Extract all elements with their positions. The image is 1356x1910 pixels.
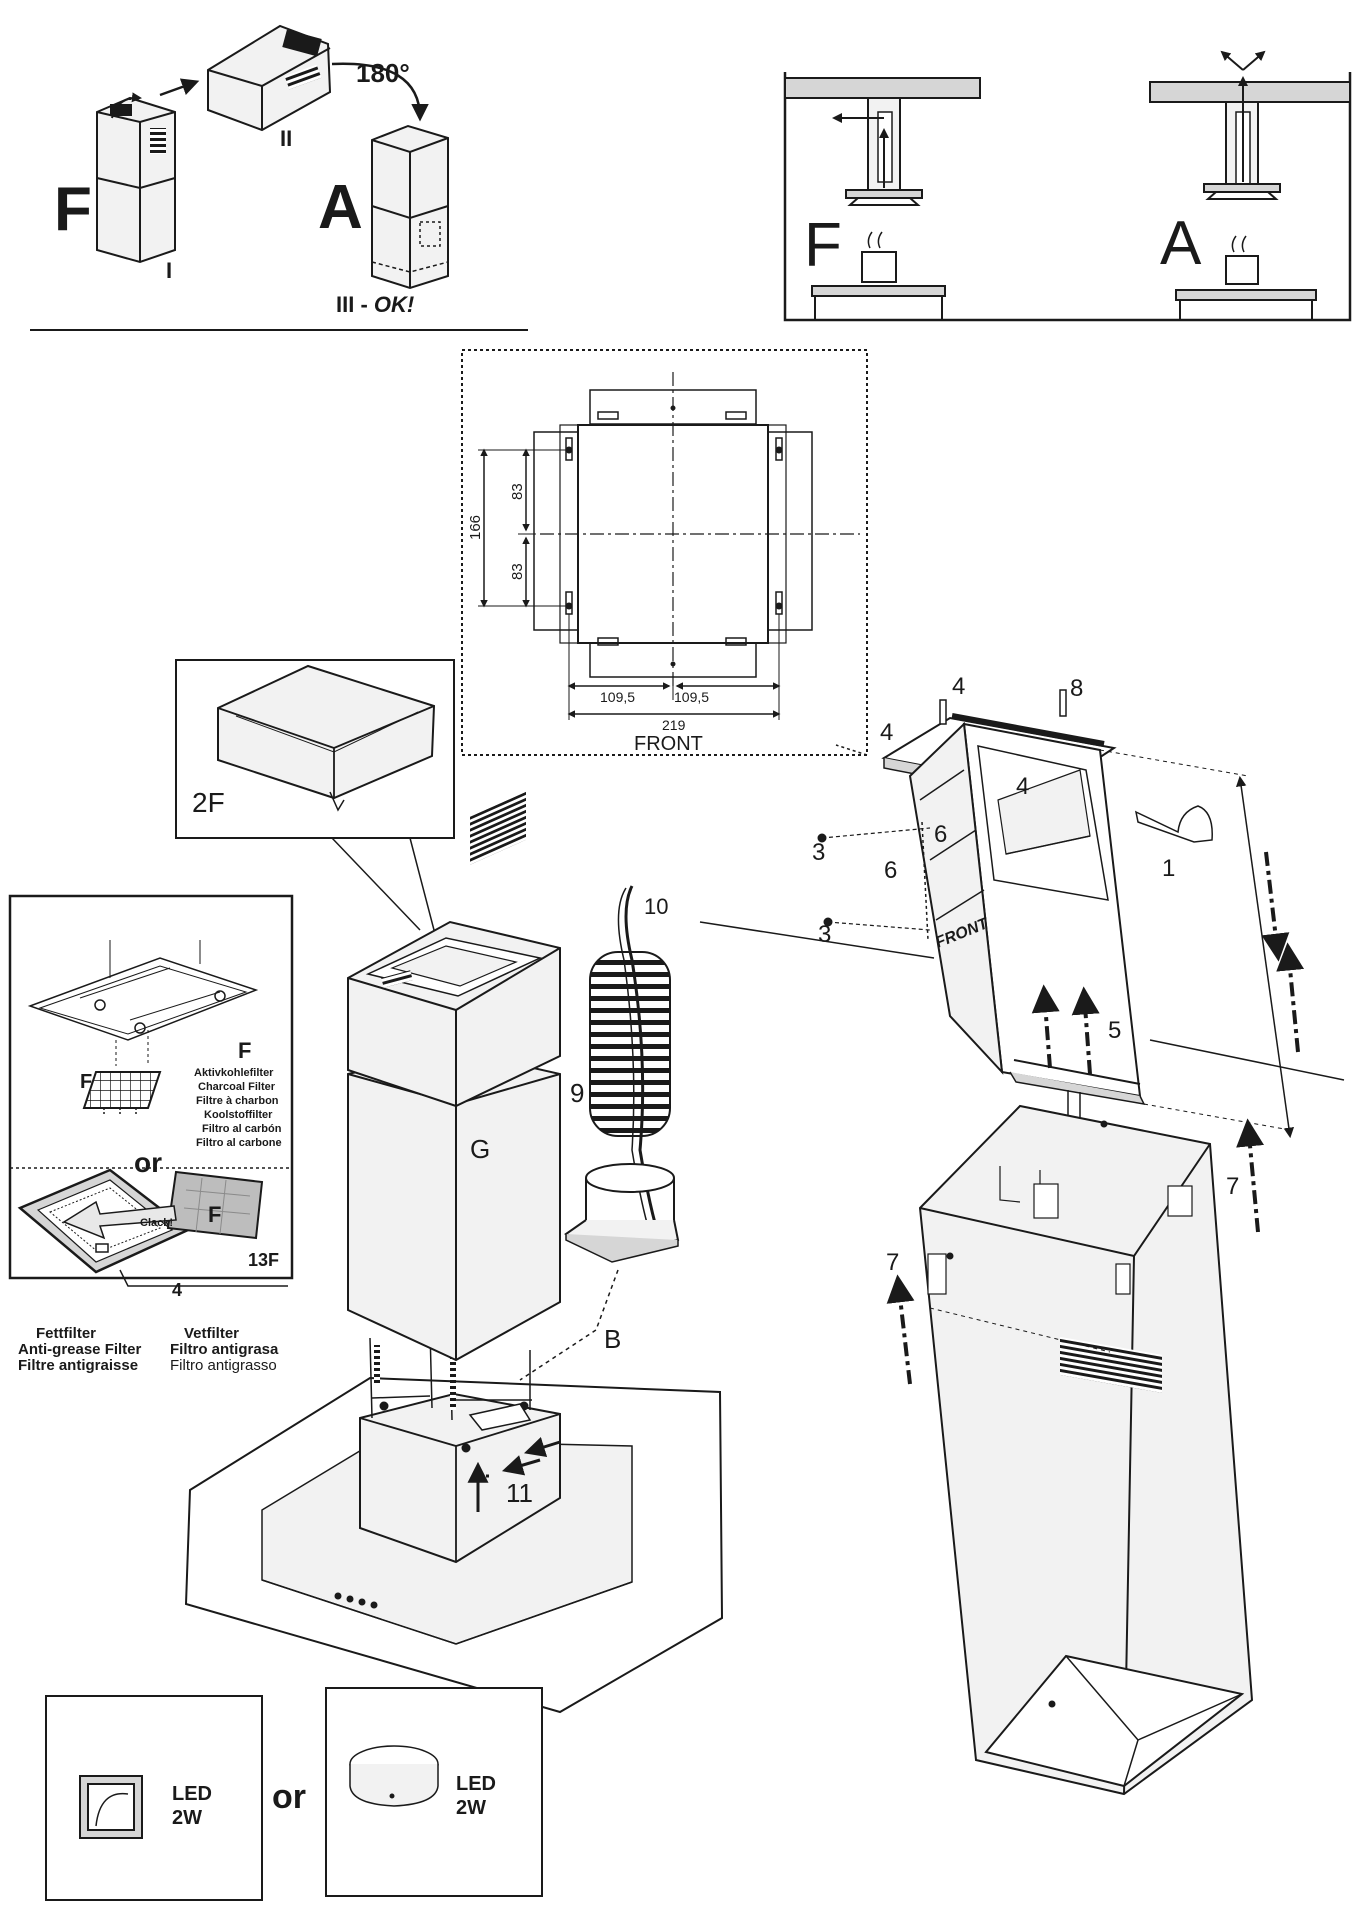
step-ii: II — [280, 126, 292, 151]
motor-airflow-arrows — [467, 1436, 561, 1512]
charcoal-line-4: Koolstoffilter — [204, 1109, 273, 1121]
part-3-a: 3 — [812, 839, 825, 866]
grease-right-3: Filtro antigrasso — [170, 1357, 277, 1374]
part-10: 10 — [644, 894, 668, 919]
label-f-filter-left: F — [80, 1071, 92, 1093]
label-13f: 13F — [248, 1250, 279, 1270]
chimney-step-3 — [371, 124, 449, 290]
charcoal-line-6: Filtro al carbone — [196, 1137, 282, 1149]
part-7-a: 7 — [1226, 1173, 1239, 1200]
led-right-line2: 2W — [456, 1797, 486, 1819]
label-a-top: A — [318, 173, 363, 242]
led-left-line2: 2W — [172, 1807, 202, 1829]
grease-left-1: Fettfilter — [36, 1325, 96, 1342]
main-hood — [184, 791, 724, 1714]
duct-assembly — [519, 885, 680, 1381]
label-f-filter-title: F — [238, 1038, 251, 1063]
part-1: 1 — [1162, 855, 1175, 882]
grease-left-3: Filtre antigraisse — [18, 1357, 138, 1374]
callout-2f — [175, 659, 455, 931]
airflow-panel — [783, 50, 1352, 322]
dim-166: 166 — [467, 515, 484, 540]
part-4-b: 4 — [952, 673, 965, 700]
led-round-box — [325, 1687, 543, 1897]
led-right-line1: LED — [456, 1773, 496, 1795]
led-or: or — [272, 1778, 306, 1816]
dimension-drawing — [461, 349, 868, 756]
outer-chimney — [918, 1104, 1254, 1796]
dim-109-right: 109,5 — [674, 689, 709, 705]
dim-219: 219 — [662, 717, 686, 733]
part-3-b: 3 — [818, 921, 831, 948]
step-i: I — [166, 258, 172, 283]
part-g: G — [470, 1134, 490, 1164]
chimney-step-2 — [207, 24, 332, 132]
charcoal-line-2: Charcoal Filter — [198, 1081, 276, 1093]
grease-right-1: Vetfilter — [184, 1325, 239, 1342]
grease-left-2: Anti-grease Filter — [18, 1341, 142, 1358]
chimney-step-1 — [96, 92, 176, 264]
grease-right-2: Filtro antigrasa — [170, 1341, 279, 1358]
part-b: B — [604, 1324, 621, 1354]
led-left-line1: LED — [172, 1783, 212, 1805]
conversion-diagram — [96, 24, 449, 290]
charcoal-line-1: Aktivkohlefilter — [194, 1067, 274, 1079]
clack-label: Clack! — [140, 1217, 173, 1229]
label-f-top: F — [54, 175, 92, 244]
step-iii: III - OK! — [336, 292, 414, 317]
filter-panel — [8, 894, 294, 1287]
part-7-b: 7 — [886, 1249, 899, 1276]
charcoal-line-3: Filtre à charbon — [196, 1095, 279, 1107]
part-4-c: 4 — [1016, 773, 1029, 800]
charcoal-line-5: Filtro al carbón — [202, 1123, 282, 1135]
chimney-airflow-arrows — [886, 1118, 1265, 1385]
part-6-a: 6 — [934, 821, 947, 848]
exploded-bracket — [699, 689, 1345, 1139]
label-f-cassette: F — [208, 1202, 221, 1227]
front-label: FRONT — [634, 733, 703, 755]
or-filter: or — [134, 1147, 162, 1178]
label-f-recirc: F — [804, 211, 842, 280]
part-8: 8 — [1070, 675, 1083, 702]
dim-83-top: 83 — [509, 483, 526, 500]
led-square-box — [45, 1695, 263, 1901]
bracket-airflow-arrows — [1031, 851, 1305, 1075]
label-a-extract: A — [1160, 209, 1202, 278]
dim-83-bottom: 83 — [509, 563, 526, 580]
label-2f: 2F — [192, 787, 225, 818]
charcoal-filter-names: Aktivkohlefilter Charcoal Filter Filtre … — [194, 1067, 282, 1149]
part-11: 11 — [506, 1478, 533, 1508]
rotation-angle: 180° — [356, 58, 410, 88]
label-4-filter: 4 — [172, 1280, 182, 1300]
part-9: 9 — [570, 1078, 584, 1108]
part-5: 5 — [1108, 1017, 1121, 1044]
dim-109-left: 109,5 — [600, 689, 635, 705]
part-4-a: 4 — [880, 719, 893, 746]
part-6-b: 6 — [884, 857, 897, 884]
